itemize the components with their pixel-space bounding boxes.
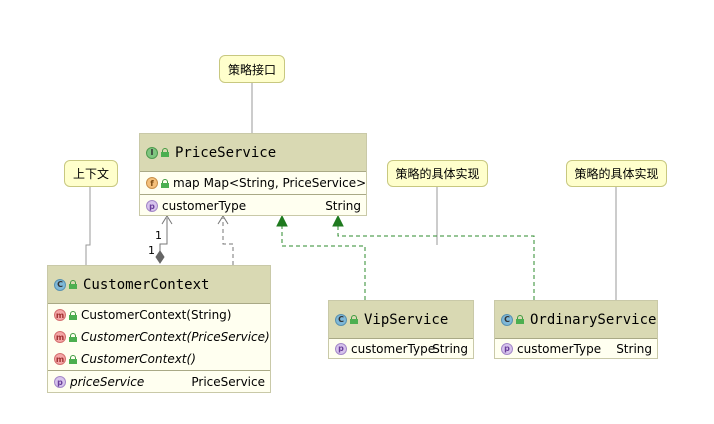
note-text: 策略的具体实现: [395, 167, 480, 181]
public-lock-icon: [69, 280, 77, 289]
property-icon: p: [146, 200, 158, 212]
class-header: I PriceService: [140, 134, 366, 172]
property-name: customerType: [351, 341, 436, 356]
realization-arrowhead-ordinary: [332, 214, 344, 227]
property-row[interactable]: p customerType String: [140, 194, 366, 217]
class-name: OrdinaryService: [530, 311, 657, 328]
association-arrowhead: [161, 215, 173, 225]
note-impl-ordinary[interactable]: 策略的具体实现: [566, 160, 667, 187]
property-name: customerType: [517, 341, 602, 356]
association-line: [159, 218, 168, 254]
method-signature: CustomerContext(): [81, 352, 196, 366]
realization-line-ordinary: [337, 224, 535, 300]
property-name: priceService: [70, 375, 145, 389]
method-icon: m: [54, 309, 66, 321]
dependency-arrowhead: [217, 215, 229, 225]
class-icon: C: [501, 313, 513, 326]
class-name: CustomerContext: [83, 276, 210, 293]
property-icon: p: [54, 376, 66, 388]
realization-line-vip: [281, 224, 366, 300]
class-header: C OrdinaryService: [495, 301, 657, 339]
multiplicity-top: 1: [155, 229, 162, 242]
public-lock-icon: [350, 315, 358, 324]
class-price-service[interactable]: I PriceService f map Map<String, PriceSe…: [139, 133, 367, 216]
method-signature: CustomerContext(PriceService): [81, 330, 270, 344]
class-ordinary-service[interactable]: C OrdinaryService p customerType String: [494, 300, 658, 359]
property-type: String: [325, 199, 361, 213]
realization-arrowhead-vip: [276, 214, 288, 227]
field-row[interactable]: f map Map<String, PriceService>: [140, 172, 366, 194]
class-name: VipService: [364, 311, 449, 328]
method-row[interactable]: m CustomerContext(PriceService): [48, 326, 270, 348]
method-signature: CustomerContext(String): [81, 308, 232, 322]
property-row[interactable]: p customerType String: [329, 339, 473, 358]
field-name: map: [173, 176, 200, 190]
property-type: PriceService: [191, 375, 265, 389]
interface-icon: I: [146, 146, 158, 159]
note-text: 策略接口: [227, 62, 276, 77]
class-header: C VipService: [329, 301, 473, 339]
public-lock-icon: [516, 315, 524, 324]
method-row[interactable]: m CustomerContext(String): [48, 304, 270, 326]
note-context[interactable]: 上下文: [64, 160, 118, 187]
property-type: String: [616, 341, 652, 356]
property-row[interactable]: p priceService PriceService: [48, 370, 270, 393]
class-vip-service[interactable]: C VipService p customerType String: [328, 300, 474, 359]
property-icon: p: [335, 342, 347, 355]
property-icon: p: [501, 342, 513, 355]
field-icon: f: [146, 177, 158, 189]
field-type: Map<String, PriceService>: [203, 176, 367, 190]
note-impl-vip[interactable]: 策略的具体实现: [387, 160, 488, 187]
note-text: 上下文: [72, 167, 109, 181]
multiplicity-bottom: 1: [148, 244, 155, 257]
note-strategy-interface[interactable]: 策略接口: [219, 55, 285, 83]
class-icon: C: [335, 313, 347, 326]
composition-diamond: [155, 250, 165, 264]
class-header: C CustomerContext: [48, 266, 270, 304]
note-text: 策略的具体实现: [574, 167, 659, 181]
property-name: customerType: [162, 199, 247, 213]
class-name: PriceService: [175, 144, 277, 161]
public-lock-icon: [161, 148, 169, 157]
note-link-context: [85, 187, 91, 265]
property-row[interactable]: p customerType String: [495, 339, 657, 358]
class-icon: C: [54, 278, 66, 291]
method-icon: m: [54, 331, 66, 343]
class-customer-context[interactable]: C CustomerContext m CustomerContext(Stri…: [47, 265, 271, 393]
method-icon: m: [54, 353, 66, 365]
public-lock-icon: [69, 354, 77, 364]
public-lock-icon: [69, 332, 77, 342]
public-lock-icon: [69, 310, 77, 320]
method-row[interactable]: m CustomerContext(): [48, 348, 270, 370]
dependency-line: [222, 218, 234, 265]
public-lock-icon: [161, 178, 169, 188]
property-type: String: [432, 341, 468, 356]
